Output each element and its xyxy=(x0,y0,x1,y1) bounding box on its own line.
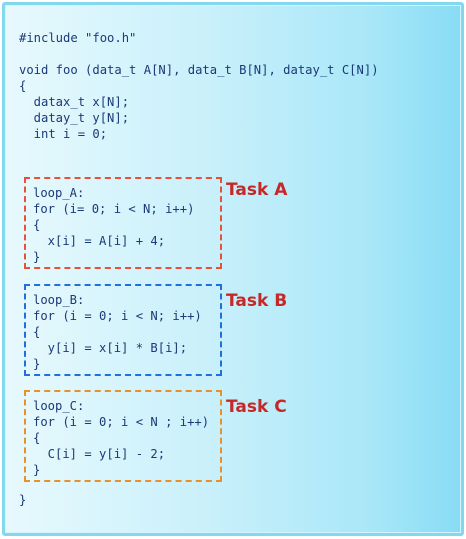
code-line: { xyxy=(33,218,41,232)
code-line: } xyxy=(33,357,41,371)
code-line: void foo (data_t A[N], data_t B[N], data… xyxy=(19,63,379,77)
task-c-code: loop_C: for (i = 0; i < N ; i++) { C[i] … xyxy=(33,398,209,478)
code-line: { xyxy=(33,325,41,339)
task-c-label: Task C xyxy=(226,397,287,417)
task-a-code: loop_A: for (i= 0; i < N; i++) { x[i] = … xyxy=(33,185,194,265)
code-line: y[i] = x[i] * B[i]; xyxy=(33,341,188,355)
task-c-box: loop_C: for (i = 0; i < N ; i++) { C[i] … xyxy=(24,390,222,482)
task-b-code: loop_B: for (i = 0; i < N; i++) { y[i] =… xyxy=(33,292,202,372)
code-line: int i = 0; xyxy=(19,127,108,141)
code-line: } xyxy=(33,250,41,264)
code-line: { xyxy=(19,79,27,93)
function-header: #include "foo.h" void foo (data_t A[N], … xyxy=(19,30,379,142)
code-line: for (i = 0; i < N; i++) xyxy=(33,309,202,323)
code-line: #include "foo.h" xyxy=(19,31,137,45)
code-line: { xyxy=(33,431,41,445)
code-line: C[i] = y[i] - 2; xyxy=(33,447,166,461)
code-line: loop_B: xyxy=(33,293,85,307)
task-a-label: Task A xyxy=(226,180,288,200)
code-line: loop_C: xyxy=(33,399,85,413)
task-b-label: Task B xyxy=(226,291,288,311)
code-line: } xyxy=(33,463,41,477)
closing-brace: } xyxy=(19,493,27,507)
task-b-box: loop_B: for (i = 0; i < N; i++) { y[i] =… xyxy=(24,284,222,376)
code-line: x[i] = A[i] + 4; xyxy=(33,234,166,248)
code-line: loop_A: xyxy=(33,186,85,200)
task-a-box: loop_A: for (i= 0; i < N; i++) { x[i] = … xyxy=(24,177,222,269)
code-line: for (i = 0; i < N ; i++) xyxy=(33,415,210,429)
code-line: datay_t y[N]; xyxy=(19,111,130,125)
code-line: for (i= 0; i < N; i++) xyxy=(33,202,195,216)
code-line: datax_t x[N]; xyxy=(19,95,130,109)
